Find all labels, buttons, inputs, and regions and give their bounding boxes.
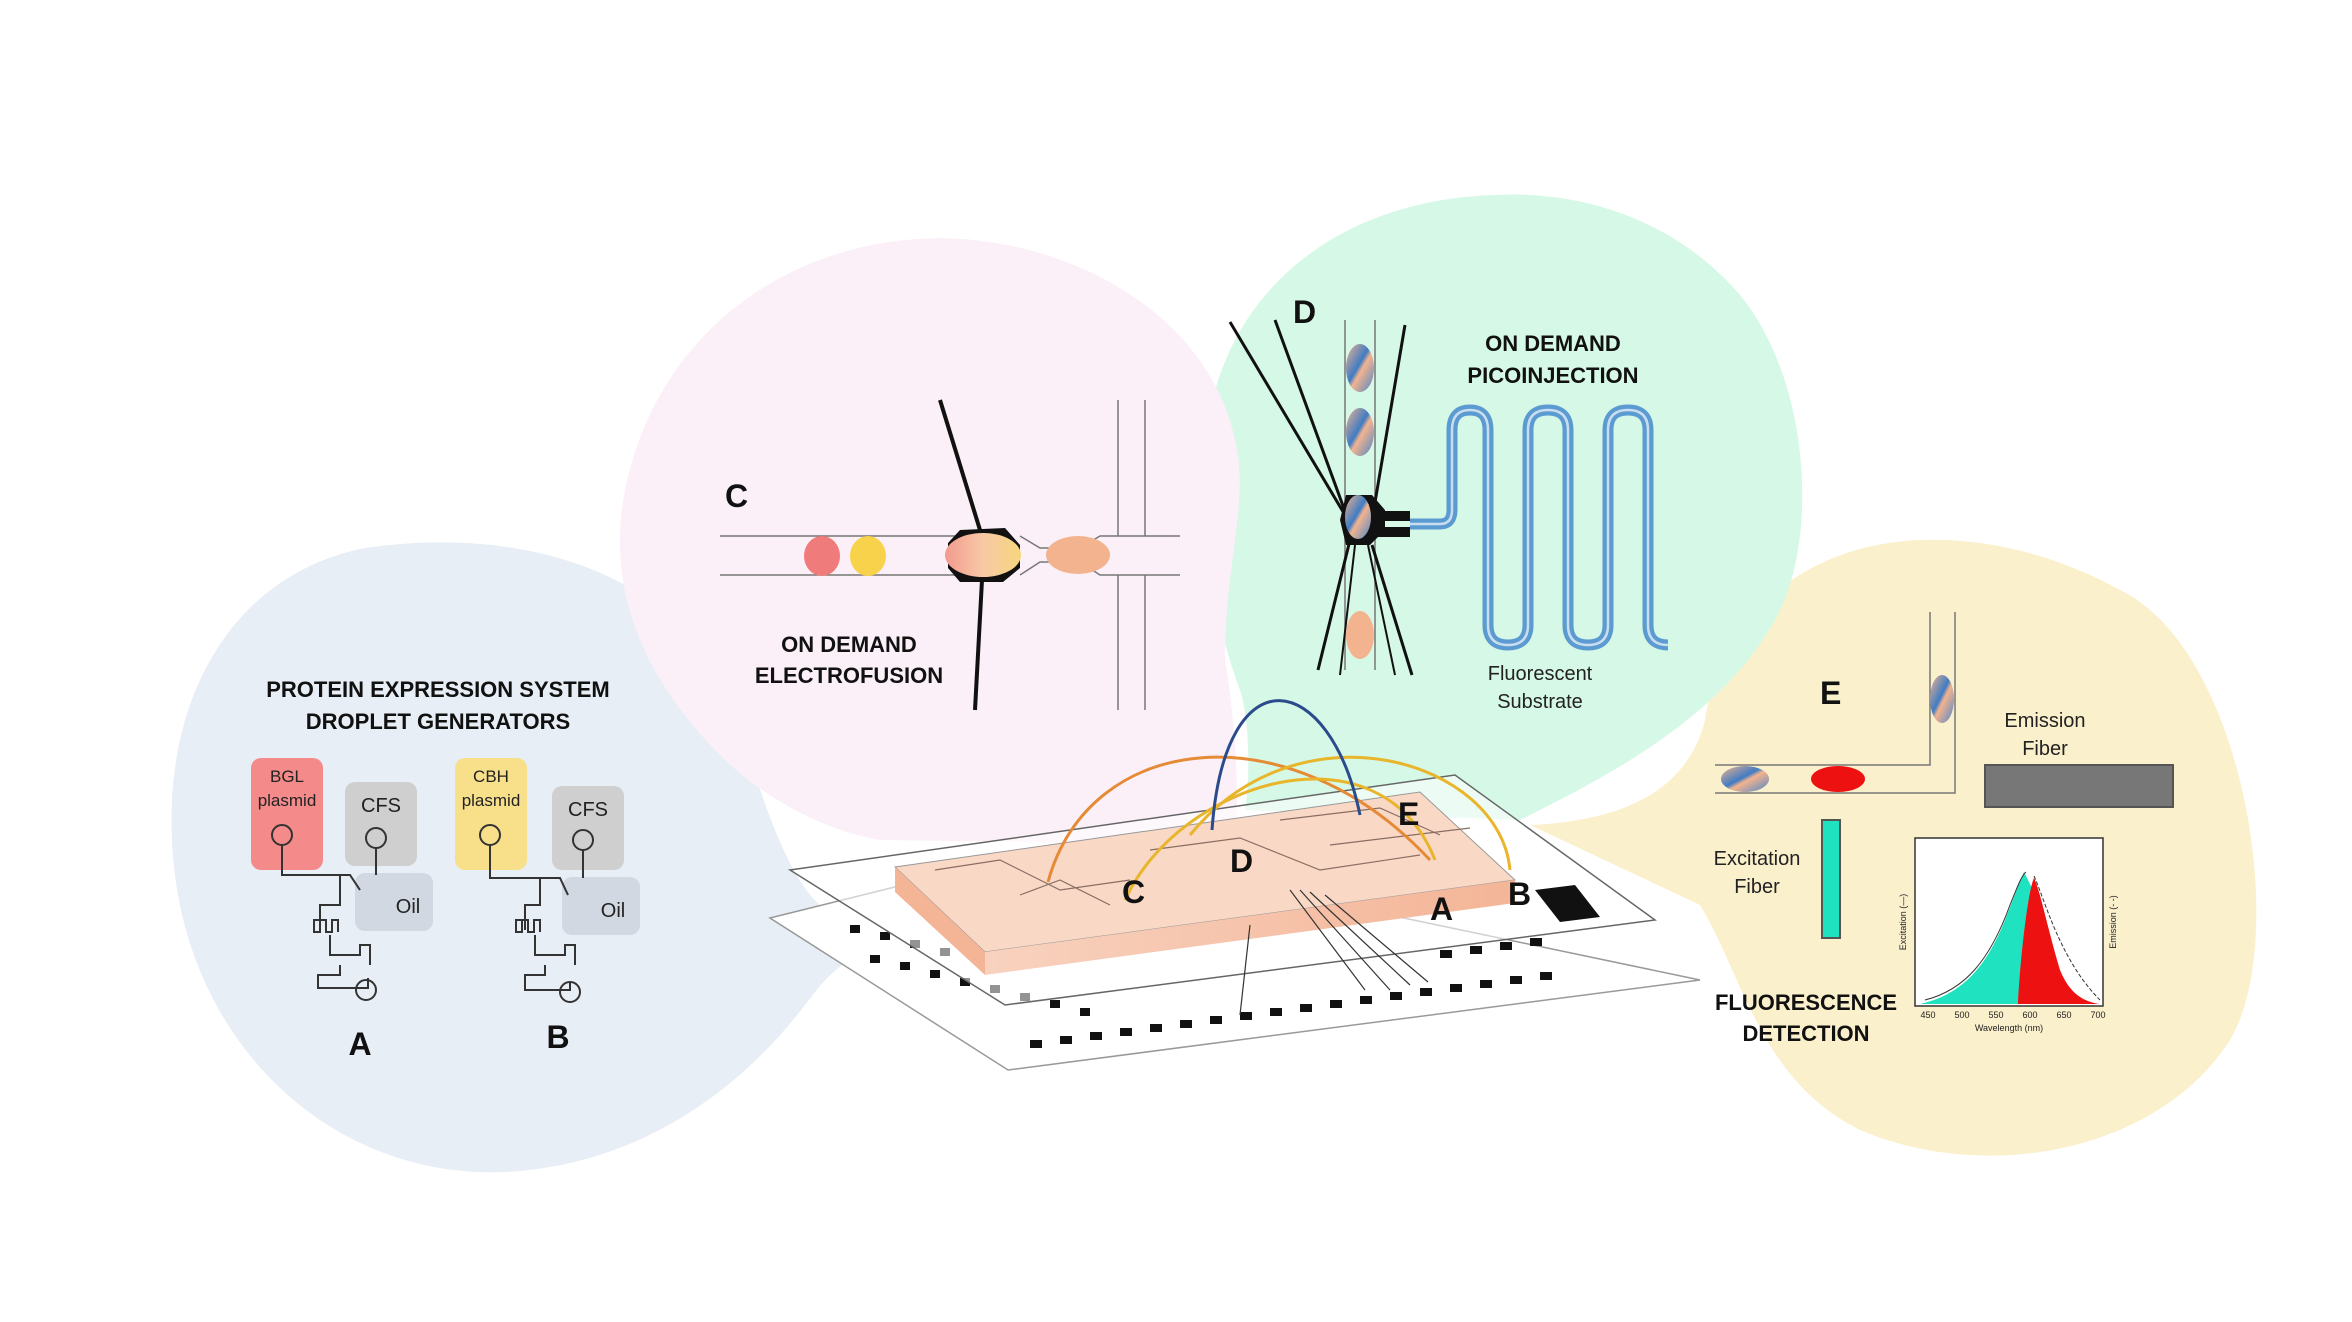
cfs-reservoir-b bbox=[552, 786, 624, 870]
panel-c-letter: C bbox=[725, 478, 748, 514]
cbh-plasmid-reservoir bbox=[455, 758, 527, 870]
droplet-fused bbox=[1046, 536, 1110, 574]
chip-label-e: E bbox=[1398, 796, 1419, 832]
panel-c-electrofusion: C ON DEMAND ELECTROFUSION bbox=[720, 399, 1180, 711]
svg-text:plasmid: plasmid bbox=[462, 791, 521, 810]
panel-backgrounds bbox=[171, 194, 2257, 1173]
panel-d-title-2: PICOINJECTION bbox=[1467, 363, 1638, 388]
central-chip: C D E A B bbox=[768, 699, 1701, 1071]
oil-reservoir-b bbox=[562, 877, 640, 935]
droplet-fusing bbox=[945, 533, 1021, 577]
svg-text:Oil: Oil bbox=[601, 900, 625, 922]
droplet-injecting bbox=[1345, 495, 1371, 539]
chip-label-c: C bbox=[1122, 874, 1145, 910]
droplet-peach bbox=[1346, 611, 1374, 659]
droplet-mixed-e1 bbox=[1930, 675, 1954, 723]
panel-ab-droplet-generators: PROTEIN EXPRESSION SYSTEM DROPLET GENERA… bbox=[251, 677, 640, 1062]
excitation-fiber-label-1: Excitation bbox=[1714, 848, 1801, 870]
panel-ab-title-2: DROPLET GENERATORS bbox=[306, 709, 570, 734]
emission-fiber-label-2: Fiber bbox=[2022, 738, 2068, 760]
droplet-mixed-e2 bbox=[1721, 766, 1769, 792]
emission-fiber bbox=[1984, 764, 2174, 808]
emission-fill bbox=[2018, 878, 2100, 1004]
svg-text:550: 550 bbox=[1988, 1010, 2003, 1020]
bgl-plasmid-reservoir bbox=[251, 758, 323, 870]
fluorescent-substrate-label-2: Substrate bbox=[1497, 691, 1583, 713]
chip-pdms-side bbox=[895, 867, 985, 975]
emission-fiber-label-1: Emission bbox=[2004, 710, 2085, 732]
droplet-red bbox=[804, 536, 840, 576]
panel-d-picoinjection: D ON DEMAND PICOINJECTION Fluorescent Su… bbox=[1228, 294, 1669, 713]
spectrum-plot: 450 500 550 600 650 700 Wavelength (nm) … bbox=[1898, 837, 2118, 1033]
svg-text:600: 600 bbox=[2022, 1010, 2037, 1020]
svg-text:CFS: CFS bbox=[568, 799, 608, 821]
panel-e-fluorescence: E Emission Fiber Excitation Fiber FLUORE… bbox=[1714, 612, 2174, 1046]
svg-text:500: 500 bbox=[1954, 1010, 1969, 1020]
svg-text:CBH: CBH bbox=[473, 767, 509, 786]
spectrum-ylabel-right: Emission (- -) bbox=[2108, 895, 2118, 949]
svg-text:700: 700 bbox=[2090, 1010, 2105, 1020]
generator-b: CBH plasmid CFS Oil B bbox=[455, 758, 640, 1055]
arc-orange bbox=[1046, 755, 1432, 883]
chip-connector bbox=[1535, 885, 1600, 922]
cfs-reservoir-a bbox=[345, 782, 417, 866]
spectrum-ylabel-left: Excitation (—) bbox=[1898, 894, 1908, 951]
svg-text:CFS: CFS bbox=[361, 795, 401, 817]
chip-label-a: A bbox=[1430, 891, 1453, 927]
svg-text:BGL: BGL bbox=[270, 767, 304, 786]
svg-text:Oil: Oil bbox=[396, 896, 420, 918]
generator-b-letter: B bbox=[546, 1019, 569, 1055]
svg-text:plasmid: plasmid bbox=[258, 791, 317, 810]
svg-text:450: 450 bbox=[1920, 1010, 1935, 1020]
droplet-red-e bbox=[1811, 766, 1865, 792]
chip-label-b: B bbox=[1508, 876, 1531, 912]
arc-blue bbox=[1210, 699, 1362, 831]
droplet-yellow bbox=[850, 536, 886, 576]
spectrum-xlabel: Wavelength (nm) bbox=[1975, 1023, 2043, 1033]
excitation-fiber bbox=[1821, 819, 1841, 939]
arc-yellow-2 bbox=[1188, 755, 1512, 871]
arc-yellow-1 bbox=[1123, 777, 1437, 901]
svg-text:650: 650 bbox=[2056, 1010, 2071, 1020]
panel-e-title-2: DETECTION bbox=[1742, 1021, 1869, 1046]
panel-c-bubble bbox=[619, 238, 1240, 845]
chip-label-d: D bbox=[1230, 843, 1253, 879]
excitation-fiber-label-2: Fiber bbox=[1734, 876, 1780, 898]
panel-ab-title-1: PROTEIN EXPRESSION SYSTEM bbox=[266, 677, 610, 702]
panel-e-letter: E bbox=[1820, 675, 1841, 711]
generator-a-letter: A bbox=[348, 1026, 371, 1062]
fluorescent-substrate-label-1: Fluorescent bbox=[1488, 663, 1593, 685]
panel-e-title-1: FLUORESCENCE bbox=[1715, 990, 1897, 1015]
generator-a: BGL plasmid CFS Oil A bbox=[251, 758, 433, 1062]
panel-c-title-1: ON DEMAND bbox=[781, 632, 917, 657]
droplet-mixed-2 bbox=[1346, 408, 1374, 456]
droplet-mixed-1 bbox=[1346, 344, 1374, 392]
panel-c-title-2: ELECTROFUSION bbox=[755, 663, 943, 688]
panel-d-title-1: ON DEMAND bbox=[1485, 331, 1621, 356]
oil-reservoir-a bbox=[355, 873, 433, 931]
spectrum-x-ticks: 450 500 550 600 650 700 bbox=[1920, 1010, 2105, 1020]
panel-d-letter: D bbox=[1293, 294, 1316, 330]
excitation-fill bbox=[1920, 872, 2038, 1004]
